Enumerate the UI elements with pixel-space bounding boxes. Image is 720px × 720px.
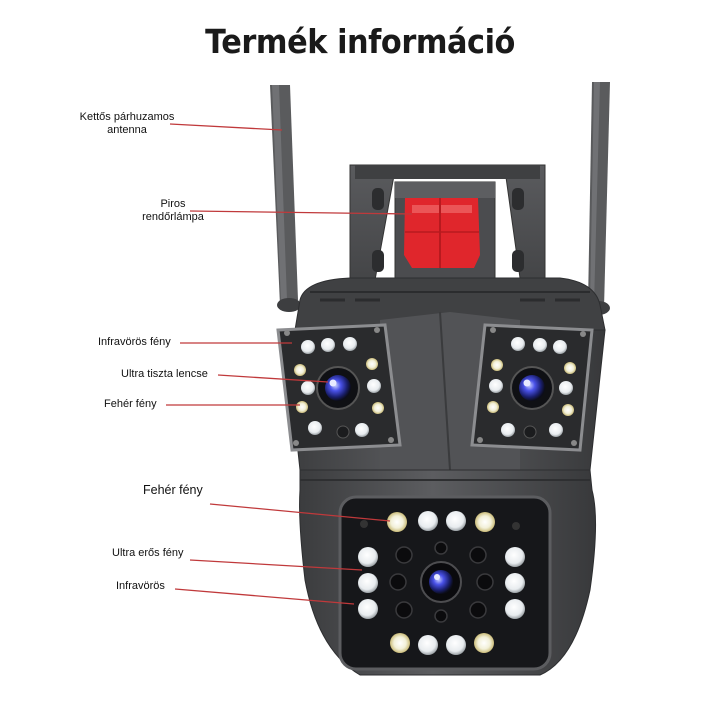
label-police-line2: rendőrlámpa (142, 211, 204, 223)
white-led-row-bottom (390, 633, 494, 655)
label-police-line1: Piros (160, 198, 186, 210)
label-antenna: Kettős párhuzamos antenna (72, 111, 182, 137)
ir-led-group-right (487, 337, 576, 439)
label-antenna-line2: antenna (107, 124, 147, 136)
label-ir-light: Infravörös fény (98, 336, 171, 348)
page-title: Termék információ (205, 22, 515, 61)
strong-led-columns (358, 547, 525, 619)
label-police-light: Piros rendőrlámpa (118, 198, 228, 224)
right-camera-module (470, 323, 594, 452)
label-white-light-lower: Fehér fény (143, 483, 203, 497)
label-white-light-upper: Fehér fény (104, 398, 157, 410)
leader-infrared (174, 588, 355, 605)
antenna-right (586, 82, 610, 315)
police-light (404, 198, 480, 268)
leader-strong-light (189, 559, 363, 571)
ir-led-group-left (294, 337, 384, 439)
label-ultra-strong-light: Ultra erős fény (112, 547, 184, 559)
leader-antenna (169, 123, 283, 131)
leader-police-light (189, 210, 413, 215)
leader-white-light-lower (209, 503, 391, 522)
label-infrared: Infravörös (116, 580, 165, 592)
lower-camera-module (338, 495, 552, 671)
white-led-row-top (360, 511, 520, 532)
ir-led-grid (389, 541, 494, 623)
antenna-left (270, 85, 301, 312)
leader-lens (217, 374, 329, 383)
left-camera-module (276, 323, 402, 452)
label-ultra-clear-lens: Ultra tiszta lencse (121, 368, 208, 380)
leader-lines (166, 123, 413, 605)
label-antenna-line1: Kettős párhuzamos (79, 111, 175, 123)
